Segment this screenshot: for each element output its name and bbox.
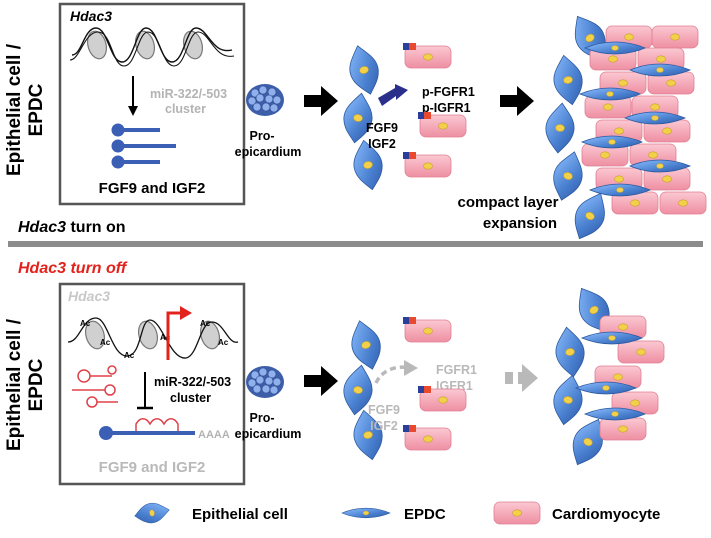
receptor-fgfr1: FGFR1 (436, 363, 477, 377)
mirna-label-line2: cluster (165, 102, 206, 116)
top-side-label: Epithelial cell / EPDC (4, 43, 47, 176)
hdac3-off-box: Hdac3 Ac Ac Ac Ac Ac Ac miR-322/-503 (58, 282, 246, 486)
side-label-line2: EPDC (26, 83, 47, 136)
mirna-hairpins-blue (111, 123, 176, 169)
proepi-off-line2: epicardium (235, 427, 302, 441)
mirna-off-line2: cluster (170, 391, 211, 405)
gene-name: Hdac3 (70, 8, 112, 24)
proepicardium-bottom: Pro- epicardium (235, 365, 302, 441)
polya-tail: AAAA (198, 429, 230, 441)
hdac3-on-box: Hdac3 miR-322/-503 cluster FGF9 and IGF2 (58, 2, 246, 206)
side-label-line1: Epithelial cell / (4, 43, 25, 176)
dna-helix (69, 27, 235, 67)
side-label-line1-bottom: Epithelial cell / (4, 318, 25, 451)
ac-mark: Ac (218, 338, 229, 347)
legend-epithelial-icon (132, 499, 172, 527)
proepi-label-line1: Pro- (250, 129, 275, 143)
state-on-label: Hdac3 turn on (18, 219, 126, 236)
epicardium-top: FGF9 IGF2 p-FGFR1 p-IGFR1 (340, 41, 475, 193)
legend-epdc-icon (341, 507, 391, 519)
panel-divider (8, 241, 703, 247)
factor-fgf9-off: FGF9 (368, 403, 400, 417)
ac-mark: Ac (100, 338, 111, 347)
legend-epithelial-label: Epithelial cell (192, 506, 288, 523)
receptor-pfgfr1: p-FGFR1 (422, 85, 475, 99)
receptor-pigfr1: p-IGFR1 (422, 101, 471, 115)
state-off-label: Hdac3 turn off (18, 260, 128, 277)
legend-epdc-label: EPDC (404, 506, 446, 523)
dna-helix-acetylated: Ac Ac Ac Ac Ac Ac (67, 317, 239, 360)
mrna-with-mirna: AAAA (99, 418, 230, 441)
proepicardium-top: Pro- epicardium (235, 83, 302, 159)
factor-igf2: IGF2 (368, 137, 396, 151)
thin-layer-bottom (549, 280, 665, 472)
targets-label: FGF9 and IGF2 (99, 180, 206, 197)
proepi-label-line2: epicardium (235, 145, 302, 159)
factor-igf2-off: IGF2 (370, 419, 398, 433)
epicardium-bottom: FGF9 IGF2 FGFR1 IGFR1 (340, 316, 477, 463)
arrow-to-epicardium-off (304, 366, 338, 396)
gene-name-off: Hdac3 (68, 288, 110, 304)
transcription-arrow (166, 311, 182, 360)
ac-mark: Ac (80, 319, 91, 328)
result-label-line2: expansion (483, 215, 557, 232)
proepi-off-line1: Pro- (250, 411, 275, 425)
legend-cardiomyocyte-label: Cardiomyocyte (552, 506, 660, 523)
bottom-panel: Hdac3 turn off Epithelial cell / EPDC Hd… (4, 260, 665, 486)
ac-mark: Ac (160, 333, 171, 342)
legend-cardiomyocyte-icon (493, 501, 541, 525)
legend: Epithelial cell EPDC Cardiomyocyte (132, 499, 660, 527)
arrow-to-epicardium (304, 86, 338, 116)
side-label-line2-bottom: EPDC (26, 358, 47, 411)
mirna-hairpins-red (72, 365, 118, 408)
bottom-side-label: Epithelial cell / EPDC (4, 318, 47, 451)
arrow-to-compact-layer (500, 86, 534, 116)
targets-label-off: FGF9 and IGF2 (99, 459, 206, 476)
compact-layer-top: compact layer expansion (458, 8, 707, 246)
top-panel: Epithelial cell / EPDC Hdac3 miR-322/-50… (4, 2, 707, 246)
ac-mark: Ac (200, 319, 211, 328)
mirna-off-line1: miR-322/-503 (154, 375, 231, 389)
dashed-arrow-gray (505, 364, 538, 392)
mirna-label-line1: miR-322/-503 (150, 87, 227, 101)
ac-mark: Ac (124, 351, 135, 360)
factor-fgf9: FGF9 (366, 121, 398, 135)
result-label-line1: compact layer (458, 194, 559, 211)
